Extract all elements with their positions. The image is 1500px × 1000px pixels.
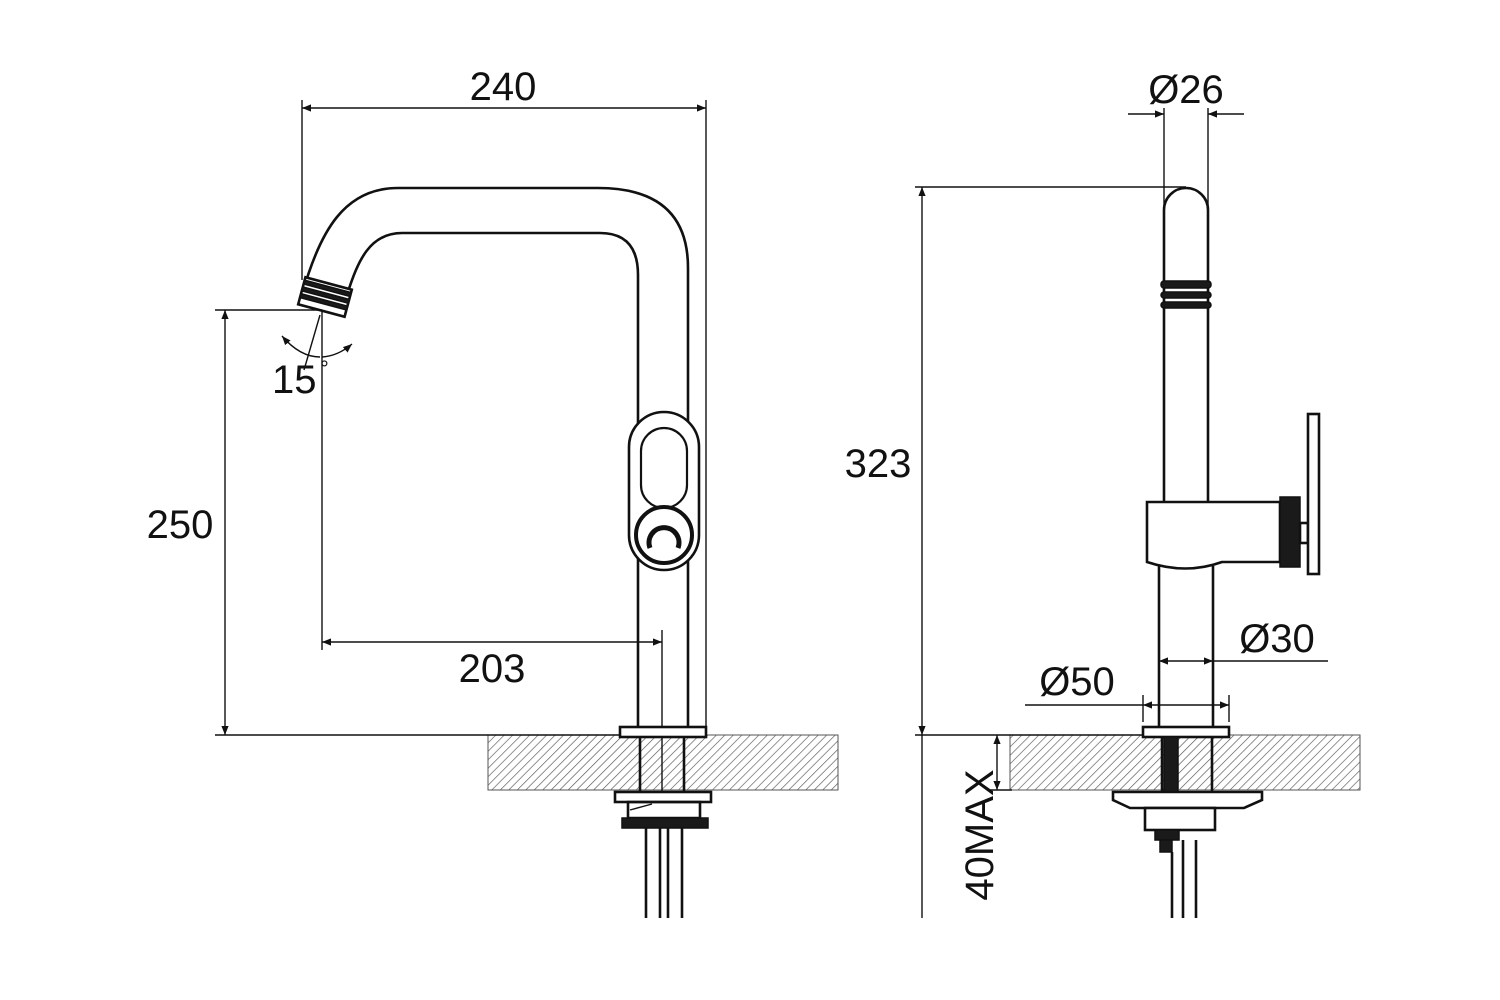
dim-d30-label: Ø30 [1239, 617, 1315, 661]
dim-d50: Ø50 [1025, 660, 1230, 722]
dim-203-label: 203 [459, 647, 526, 691]
fixing-plate-left [613, 790, 713, 804]
angle-15: 15 ° [272, 314, 353, 402]
dim-323-label: 323 [845, 442, 912, 486]
dim-d26-label: Ø26 [1148, 68, 1224, 112]
base-flange-left [618, 725, 708, 739]
angle-degree-symbol: ° [320, 356, 329, 381]
handle-lever [627, 410, 701, 572]
side-mixer-body [1145, 500, 1282, 570]
dim-40max-label: 40MAX [958, 769, 1002, 900]
dim-203: 203 [321, 310, 663, 728]
dim-250: 250 [147, 309, 322, 735]
aerator [296, 275, 354, 319]
dim-d26: Ø26 [1128, 68, 1244, 205]
angle-15-label: 15 [272, 358, 317, 402]
spout-inner [345, 231, 640, 728]
dim-240: 240 [301, 65, 707, 728]
front-view: 240 250 203 15 ° [147, 65, 839, 918]
dim-250-label: 250 [147, 503, 214, 547]
dim-d50-label: Ø50 [1039, 660, 1115, 704]
side-aerator-band-1 [1160, 280, 1212, 289]
dim-323: 323 [845, 186, 1186, 735]
countertop-right [1009, 734, 1361, 791]
side-view: Ø26 323 Ø30 Ø50 40MAX [845, 68, 1361, 918]
spout-outer [300, 186, 690, 728]
side-knurled-cartridge [1279, 496, 1301, 568]
side-handle-plate [1306, 412, 1321, 576]
dim-d30: Ø30 [1159, 617, 1328, 665]
dim-40max: 40MAX [921, 735, 1012, 918]
side-mounting-bracket [1111, 790, 1264, 810]
countertop-left [487, 734, 839, 791]
dim-240-label: 240 [470, 65, 537, 109]
base-flange-right [1141, 725, 1231, 739]
side-spout-tube [1162, 186, 1210, 502]
